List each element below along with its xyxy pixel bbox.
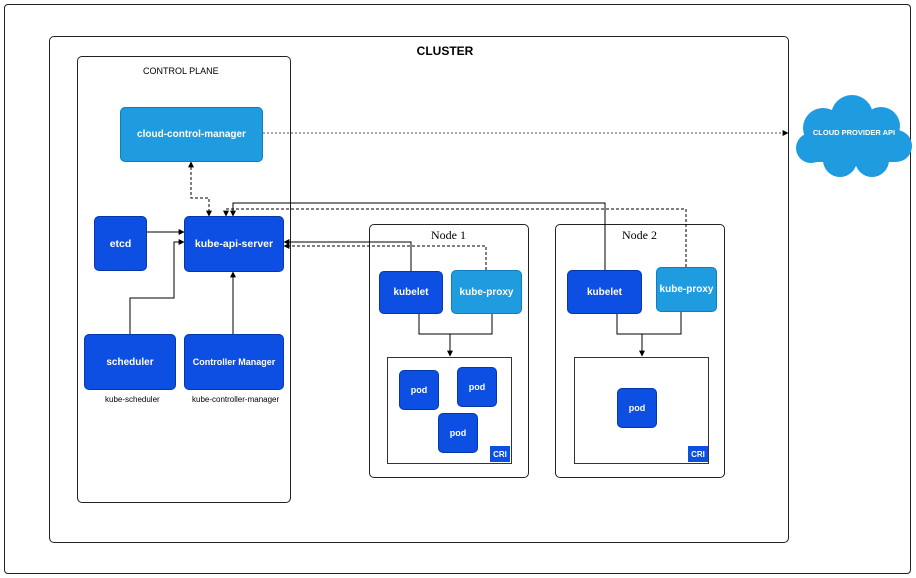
node-1-kube-proxy-box[interactable]: kube-proxy	[451, 270, 522, 314]
node-2-pod-1-label: pod	[628, 403, 646, 413]
node-2-cri-tag: CRI	[688, 446, 708, 462]
node-1-pod-3[interactable]: pod	[438, 413, 478, 453]
node-1-title: Node 1	[431, 228, 466, 242]
node-2-kubelet-label: kubelet	[586, 286, 622, 298]
node-2-boundary	[555, 224, 725, 478]
node-1-kube-proxy-label: kube-proxy	[459, 286, 514, 298]
node-1-pod-1[interactable]: pod	[399, 370, 439, 410]
kube-scheduler-caption: kube-scheduler	[105, 395, 160, 404]
node-2-pod-1[interactable]: pod	[617, 388, 657, 428]
scheduler-label: scheduler	[106, 356, 154, 368]
cloud-shape	[796, 95, 912, 177]
node1-kubelet-api-edge	[283, 239, 412, 271]
cluster-boundary	[49, 36, 789, 543]
kube-api-server-label: kube-api-server	[194, 238, 274, 250]
node-2-kube-proxy-label: kube-proxy	[659, 284, 714, 295]
ccm-api-edge	[188, 161, 212, 217]
scheduler-api-edge	[129, 239, 185, 334]
node-1-pod-1-label: pod	[410, 385, 428, 395]
node-2-kubelet-box[interactable]: kubelet	[567, 270, 642, 314]
node-1-pod-2[interactable]: pod	[457, 367, 497, 407]
node-1-kubelet-label: kubelet	[393, 287, 429, 298]
etcd-label: etcd	[109, 237, 132, 250]
node-2-title: Node 2	[622, 228, 657, 242]
controller-manager-label: Controller Manager	[192, 357, 276, 367]
etcd-box[interactable]: etcd	[94, 216, 147, 271]
node-1-pod-3-label: pod	[449, 428, 467, 438]
cloud-provider-label: CLOUD PROVIDER API	[812, 128, 896, 137]
cloud-control-manager-box[interactable]: cloud-control-manager	[120, 107, 263, 162]
node-1-cri-tag: CRI	[490, 446, 510, 462]
control-plane-title: CONTROL PLANE	[143, 66, 219, 76]
cloud-control-manager-label: cloud-control-manager	[137, 129, 246, 140]
node-1-kubelet-box[interactable]: kubelet	[379, 271, 443, 314]
node1-agents-join	[418, 314, 493, 335]
outer-frame	[4, 4, 911, 574]
cluster-title: CLUSTER	[0, 44, 916, 58]
node-1-pod-2-label: pod	[468, 382, 486, 392]
control-plane-boundary	[77, 56, 291, 503]
node1-proxy-api-edge	[283, 243, 487, 270]
node-1-boundary	[369, 224, 529, 478]
controller-manager-box[interactable]: Controller Manager	[184, 334, 284, 390]
cluster-title-text: CLUSTER	[416, 44, 474, 58]
kube-controller-manager-caption: kube-controller-manager	[192, 395, 280, 404]
node-1-cri-container	[387, 357, 512, 464]
kube-api-server-box[interactable]: kube-api-server	[184, 216, 284, 272]
scheduler-box[interactable]: scheduler	[84, 334, 176, 390]
node2-proxy-api-edge	[223, 208, 687, 267]
node2-kubelet-api-edge	[230, 202, 606, 270]
node2-agents-join	[616, 312, 682, 335]
node-2-kube-proxy-box[interactable]: kube-proxy	[656, 267, 717, 312]
node-2-cri-container	[574, 357, 709, 464]
